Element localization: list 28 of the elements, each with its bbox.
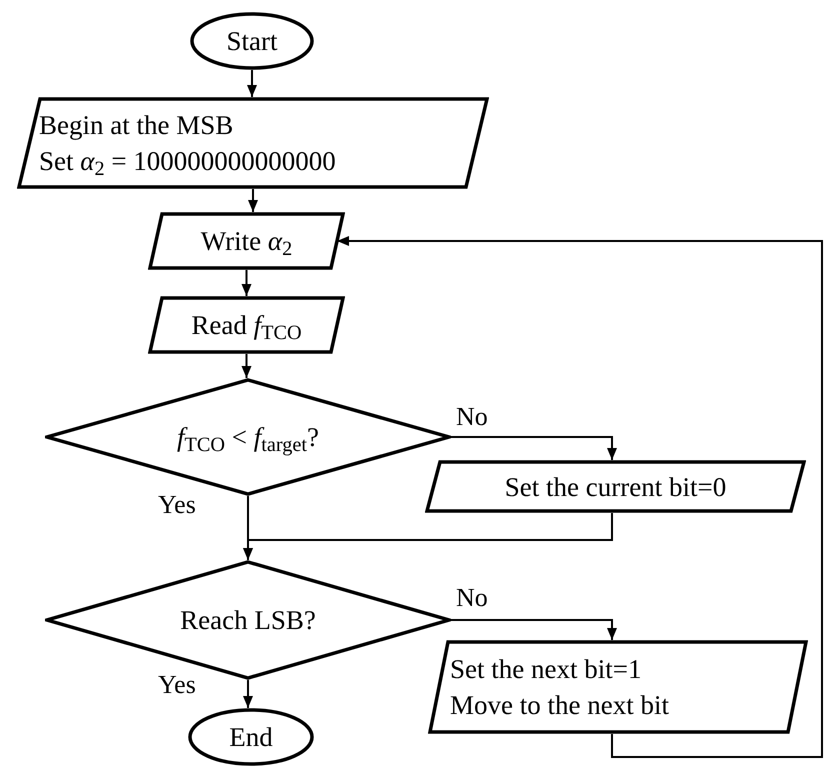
arrow [451,436,617,460]
io-parallelogram [425,460,806,513]
arrow [451,619,617,640]
io-parallelogram [428,640,808,734]
node-text: Move to the next bit [450,689,669,722]
node-text: End [229,721,273,754]
arrow [242,354,252,378]
terminal-ellipse [190,12,314,70]
node-text: Set the next bit=1 [450,653,642,686]
arrow [242,270,252,296]
terminal-ellipse [188,708,314,766]
node-text: Reach LSB? [180,604,316,637]
node-text: Set the current bit=0 [504,470,726,504]
decision-diamond [45,378,451,496]
io-parallelogram [17,97,489,189]
arrow [247,70,257,97]
node-text: Write α$_{2}$ [200,225,292,259]
arrow [337,236,823,758]
node-text: Read f$_{TCO}$ [191,309,302,343]
arrow [243,680,253,708]
node-text: Begin at the MSB [39,109,234,142]
arrow [243,513,613,560]
node-text: f$_{TCO}$ < f$_{target}$? [177,421,319,455]
node-text: Set α$_{2}$ = 100000000000000 [39,145,336,179]
arrow [248,189,258,212]
io-parallelogram [148,296,345,354]
io-parallelogram [148,212,345,270]
node-text: Start [226,25,278,58]
